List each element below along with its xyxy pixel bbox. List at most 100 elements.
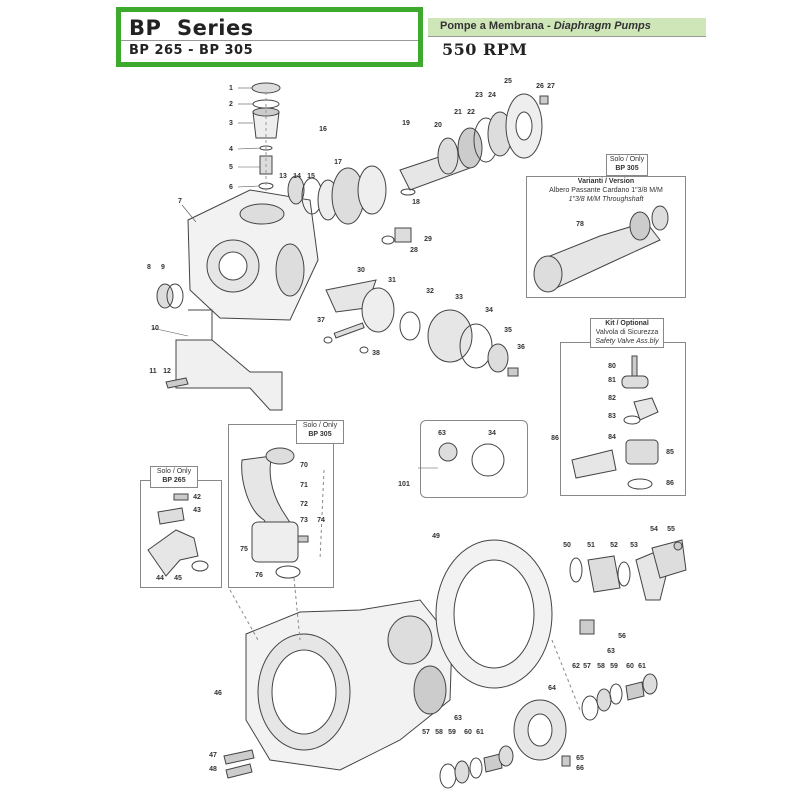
safety-kit-title: Kit / Optional xyxy=(605,320,649,327)
part-55 xyxy=(673,541,683,551)
part-50 xyxy=(569,557,583,583)
label-56: 56 xyxy=(618,633,626,640)
label-31: 31 xyxy=(388,277,396,284)
part-screw-42 xyxy=(173,493,189,501)
safety-kit-desc-it: Valvola di Sicurezza xyxy=(595,329,659,336)
label-60: 60 xyxy=(626,663,634,670)
part-ring-9 xyxy=(166,283,184,309)
label-72: 72 xyxy=(300,501,308,508)
label-38: 38 xyxy=(372,350,380,357)
part-diaphragm-34 xyxy=(459,323,493,369)
label-45: 45 xyxy=(174,575,182,582)
part-screw-80 xyxy=(631,355,638,379)
label-49: 49 xyxy=(432,533,440,540)
part-bolt-11 xyxy=(165,377,189,389)
label-48: 48 xyxy=(209,766,217,773)
part-diaphragm-34b xyxy=(471,443,505,477)
variant-title: Varianti / Version xyxy=(577,178,635,185)
label-44: 44 xyxy=(156,575,164,582)
part-head-31 xyxy=(361,287,395,333)
model-range: BP 265 - BP 305 xyxy=(129,43,254,58)
label-80: 80 xyxy=(608,363,616,370)
label-21: 21 xyxy=(454,109,462,116)
part-51 xyxy=(587,555,621,593)
part-valve-body-85 xyxy=(625,439,659,465)
part-fitting-72 xyxy=(251,521,299,563)
label-73: 73 xyxy=(300,517,308,524)
label-51: 51 xyxy=(587,542,595,549)
label-5: 5 xyxy=(229,164,233,171)
label-3: 3 xyxy=(229,120,233,127)
part-oring-32 xyxy=(399,311,421,341)
label-34: 34 xyxy=(485,307,493,314)
part-bolt-26 xyxy=(539,95,549,105)
label-65: 65 xyxy=(576,755,584,762)
label-86: 86 xyxy=(666,480,674,487)
label-50: 50 xyxy=(563,542,571,549)
part-ring-8 xyxy=(156,283,174,309)
label-25: 25 xyxy=(504,78,512,85)
label-11: 11 xyxy=(149,368,157,375)
label-64: 64 xyxy=(548,685,556,692)
note-bp305-variant-line2: BP 305 xyxy=(615,165,639,172)
part-ring-86 xyxy=(627,478,653,490)
label-43: 43 xyxy=(193,507,201,514)
part-piston-17 xyxy=(357,165,387,215)
label-85: 85 xyxy=(666,449,674,456)
product-line-banner: Pompe a Membrana - Diaphragm Pumps xyxy=(428,18,706,37)
label-29: 29 xyxy=(424,236,432,243)
label-2: 2 xyxy=(229,101,233,108)
label-14: 14 xyxy=(293,173,301,180)
part-plug-56 xyxy=(579,619,595,635)
label-81: 81 xyxy=(608,377,616,384)
label-57-bottom: 57 xyxy=(422,729,430,736)
label-35: 35 xyxy=(504,327,512,334)
label-16: 16 xyxy=(319,126,327,133)
label-74: 74 xyxy=(317,517,325,524)
rpm-divider xyxy=(428,36,706,37)
label-75: 75 xyxy=(240,546,248,553)
label-66: 66 xyxy=(576,765,584,772)
label-84: 84 xyxy=(608,434,616,441)
label-76: 76 xyxy=(255,572,263,579)
part-35 xyxy=(487,343,509,373)
part-gasket-43 xyxy=(157,507,185,525)
part-52 xyxy=(617,561,631,587)
kit-101-panel xyxy=(420,420,528,498)
part-62 xyxy=(581,695,599,721)
label-6: 6 xyxy=(229,184,233,191)
label-42: 42 xyxy=(193,494,201,501)
label-8: 8 xyxy=(147,264,151,271)
product-line-en: Diaphragm Pumps xyxy=(553,20,651,32)
label-30: 30 xyxy=(357,267,365,274)
part-cap-1 xyxy=(251,82,281,94)
variant-caption: Varianti / Version Albero Passante Carda… xyxy=(529,177,683,204)
label-28: 28 xyxy=(410,247,418,254)
label-27: 27 xyxy=(547,83,555,90)
part-bolt-48 xyxy=(225,763,253,779)
part-key-18 xyxy=(400,188,416,196)
label-60-bottom: 60 xyxy=(464,729,472,736)
part-oring-28 xyxy=(381,235,395,245)
series-title: BP Series xyxy=(129,16,254,40)
label-13: 13 xyxy=(279,173,287,180)
part-57b xyxy=(439,763,457,789)
part-bolt-36 xyxy=(507,367,519,377)
label-83: 83 xyxy=(608,413,616,420)
part-70 xyxy=(265,447,295,465)
part-bolt-47 xyxy=(223,749,255,765)
label-71: 71 xyxy=(300,482,308,489)
label-17: 17 xyxy=(334,159,342,166)
label-58: 58 xyxy=(597,663,605,670)
label-10: 10 xyxy=(151,325,159,332)
label-63-kit: 63 xyxy=(438,430,446,437)
label-86-kit: 86 xyxy=(551,435,559,442)
part-oring-83 xyxy=(623,415,641,425)
label-19: 19 xyxy=(402,120,410,127)
part-13 xyxy=(287,175,305,205)
part-plug-63 xyxy=(438,442,458,462)
label-36: 36 xyxy=(517,344,525,351)
safety-kit-desc-en: Safety Valve Ass.bly xyxy=(595,338,659,345)
part-elbow-44 xyxy=(147,529,199,577)
